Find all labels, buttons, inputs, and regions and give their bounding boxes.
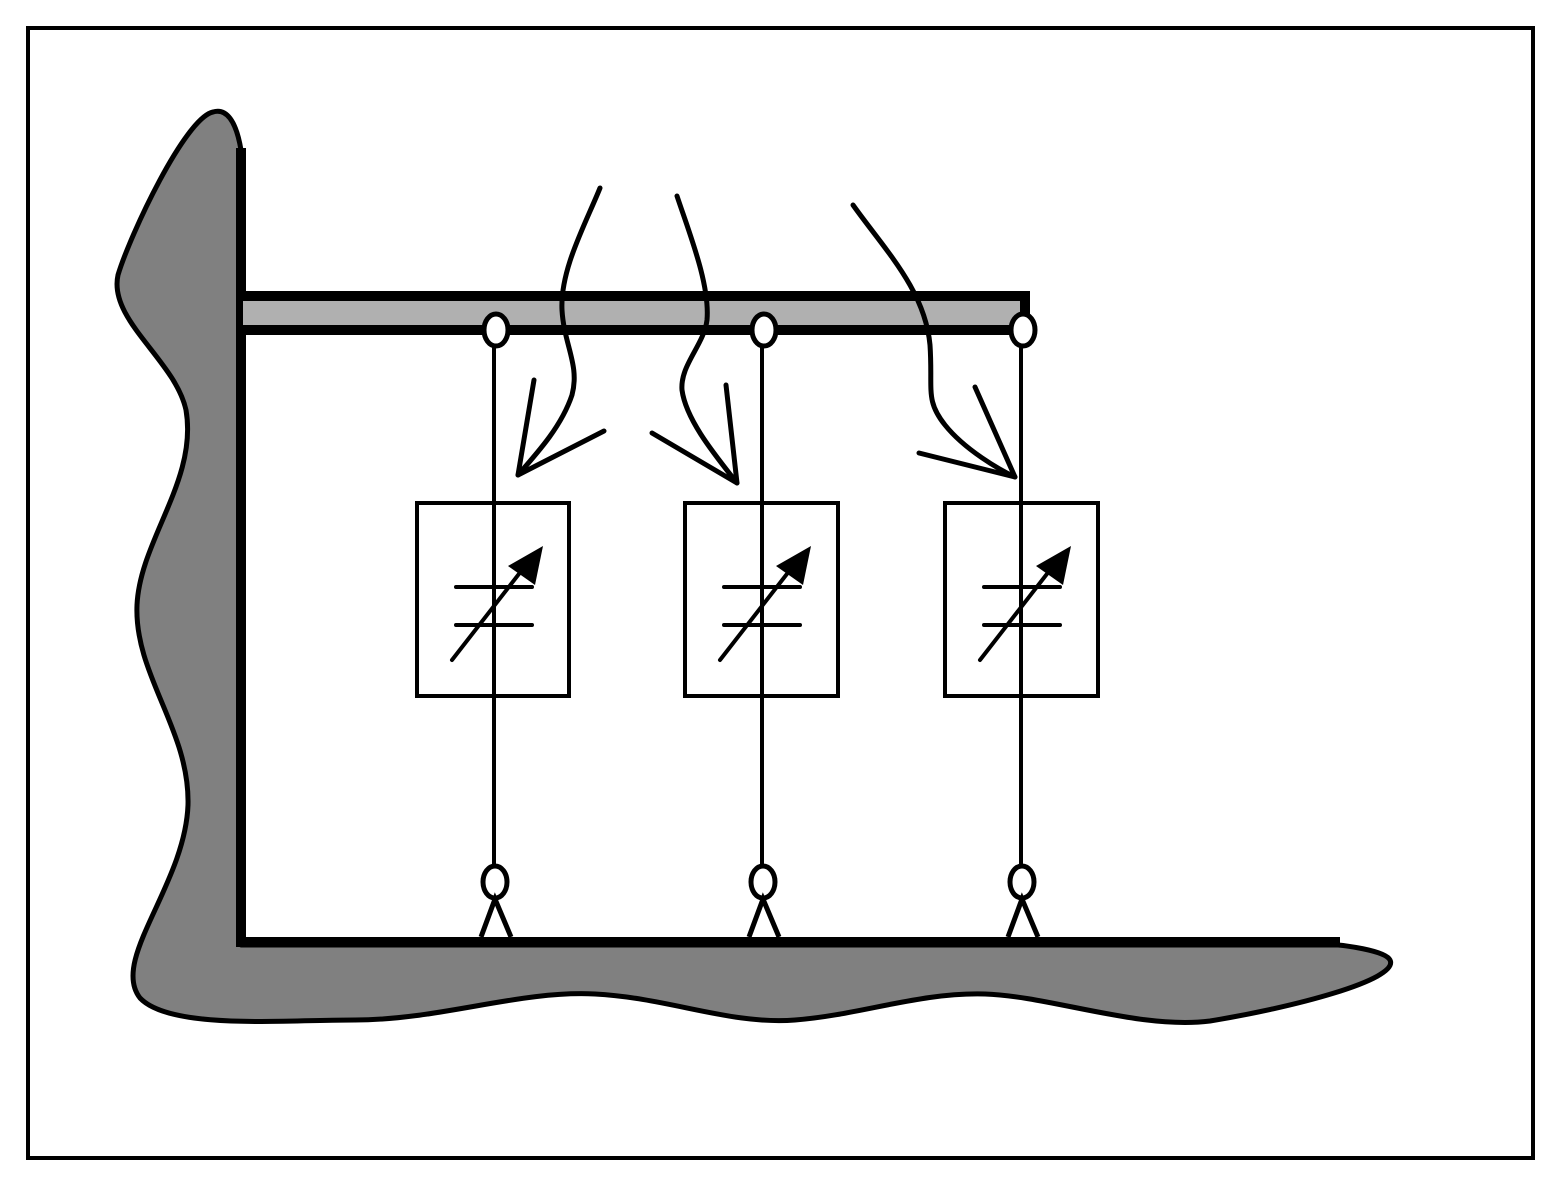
variable-capacitor-icon	[450, 546, 543, 662]
load-arrows	[515, 185, 1018, 486]
beam	[243, 291, 1030, 335]
variable-capacitor-icon	[718, 546, 811, 662]
curved-arrow-icon	[649, 193, 740, 486]
branch-left	[415, 311, 571, 938]
branch-middle	[683, 311, 840, 938]
curved-arrow-icon	[515, 185, 607, 478]
element-box	[683, 501, 840, 698]
hinge-icon	[481, 311, 511, 349]
pin-support-icon	[478, 892, 514, 938]
pin-support-icon	[1005, 892, 1041, 938]
hinge-icon	[1008, 311, 1038, 349]
interior-space	[243, 150, 1338, 940]
ground-mass	[114, 108, 1393, 1026]
branch-right	[943, 311, 1100, 938]
hinge-icon	[749, 311, 779, 349]
curved-arrow-icon	[850, 202, 1018, 480]
pin-support-icon	[746, 892, 782, 938]
element-box	[943, 501, 1100, 698]
element-box	[415, 501, 571, 698]
variable-capacitor-icon	[978, 546, 1071, 662]
